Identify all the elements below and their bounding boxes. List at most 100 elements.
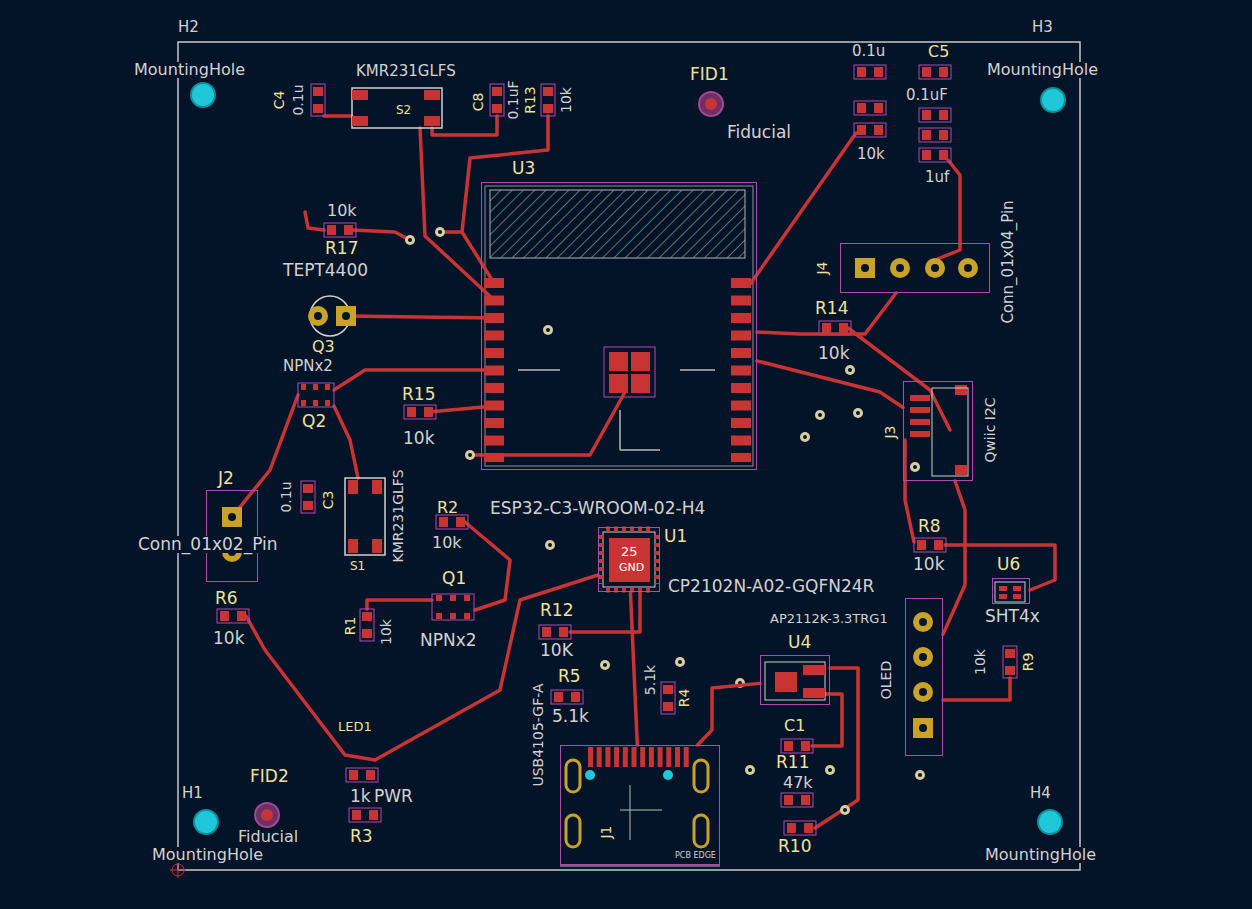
sensor-footprint <box>999 586 1007 591</box>
qwiic-connector-pads <box>955 465 967 475</box>
transistor-footprint <box>301 384 331 390</box>
rotated-silkscreen-text: 5.1k <box>643 665 657 695</box>
silkscreen-text: GND <box>619 562 644 573</box>
switch-footprint <box>345 88 442 555</box>
copper-trace <box>375 575 598 760</box>
qfn-footprint <box>599 535 604 584</box>
via <box>675 657 685 667</box>
rotated-silkscreen-text: 10k <box>973 649 987 675</box>
sensor-footprint <box>999 594 1007 599</box>
via <box>543 325 553 335</box>
silkscreen-text: PCB EDGE <box>675 852 716 860</box>
silkscreen-text: R10 <box>778 838 811 855</box>
phototransistor-footprint <box>308 296 356 336</box>
switch-footprint <box>372 539 382 553</box>
silkscreen-text: ESP32-C3-WROOM-02-H4 <box>490 500 705 517</box>
via <box>915 770 925 780</box>
smd-footprint <box>217 65 1017 835</box>
smd-footprint <box>539 625 571 639</box>
module-artwork <box>631 352 650 371</box>
smd-footprint <box>854 101 886 115</box>
copper-trace <box>905 440 914 542</box>
regulator-footprint <box>765 662 825 700</box>
silkscreen-text: R17 <box>325 240 358 257</box>
smd-footprint <box>551 690 583 704</box>
rotated-silkscreen-text: R13 <box>523 86 537 114</box>
header-pads <box>855 258 875 278</box>
sensor-footprint <box>995 582 1025 602</box>
usb-footprint <box>630 785 631 840</box>
usb-footprint <box>663 770 673 780</box>
module-artwork <box>631 374 650 393</box>
switch-footprint <box>345 478 385 555</box>
smd-footprint <box>781 793 813 807</box>
qwiic-connector-pads <box>955 385 967 395</box>
silkscreen-text: H3 <box>1032 20 1053 35</box>
component-courtyard: J4Conn_01x04_Pin <box>840 243 990 293</box>
copper-trace <box>935 160 960 260</box>
silkscreen-text: 0.1uF <box>906 88 948 103</box>
smd-footprint <box>346 768 378 782</box>
smd-footprint <box>349 808 381 822</box>
silkscreen-text: 10k <box>857 147 885 162</box>
trace-connector <box>757 293 896 334</box>
silkscreen-text: H1 <box>182 786 203 801</box>
switch-footprint <box>424 90 440 100</box>
mounting-hole <box>194 810 218 834</box>
silkscreen-text: U4 <box>788 634 811 651</box>
silkscreen-text: R5 <box>558 668 581 685</box>
module-artwork <box>609 352 628 371</box>
copper-trace <box>305 212 324 230</box>
header-pads <box>913 612 933 632</box>
module-artwork <box>609 374 628 393</box>
silkscreen-text: C5 <box>928 44 949 60</box>
rotated-silkscreen-text: 10k <box>559 87 573 113</box>
switch-footprint <box>424 116 440 126</box>
smd-footprint <box>854 65 886 79</box>
switch-footprint <box>352 116 368 126</box>
silkscreen-text: 0.1u <box>852 44 885 59</box>
smd-footprint <box>217 609 249 623</box>
silkscreen-text: 1uf <box>925 170 949 185</box>
component-courtyard: U3ESP32-C3-WROOM-02-H4 <box>481 182 757 470</box>
component-courtyard: U4AP2112K-3.3TRG1 <box>760 655 830 705</box>
qfn-footprint <box>603 532 655 587</box>
module-artwork <box>490 190 745 258</box>
mounting-hole <box>1038 810 1062 834</box>
silkscreen-text: R12 <box>540 602 573 619</box>
via <box>845 365 855 375</box>
smd-footprint <box>781 739 813 753</box>
usb-footprint <box>566 815 580 847</box>
via <box>545 540 555 550</box>
silkscreen-text: R15 <box>402 386 435 403</box>
silkscreen-text: 10k <box>403 430 434 447</box>
rotated-silkscreen-text: Qwiic I2C <box>983 397 997 462</box>
rotated-silkscreen-text: J4 <box>815 261 829 274</box>
qfn-footprint <box>606 527 654 532</box>
header-pads <box>913 647 933 667</box>
header-pads <box>925 258 945 278</box>
smd-footprint <box>919 65 951 79</box>
via <box>815 410 825 420</box>
silkscreen-text: 10K <box>540 642 573 659</box>
copper-trace <box>367 600 432 609</box>
silkscreen-text: CP2102N-A02-GQFN24R <box>668 578 874 595</box>
silkscreen-text: S1 <box>350 560 365 572</box>
silkscreen-text: R11 <box>776 754 809 771</box>
mounting-hole <box>191 83 1065 834</box>
silkscreen-text: J2 <box>218 470 234 487</box>
usb-footprint <box>560 757 720 866</box>
silkscreen-text: MountingHole <box>150 847 265 863</box>
copper-trace <box>246 616 375 760</box>
silkscreen-text: MountingHole <box>132 62 247 78</box>
silkscreen-text: Q1 <box>442 570 466 587</box>
silkscreen-text: MountingHole <box>983 847 1098 863</box>
transistor-footprint <box>298 383 334 407</box>
silkscreen-text: R8 <box>918 518 941 535</box>
silkscreen-text: R3 <box>350 828 373 845</box>
module-artwork <box>518 369 560 371</box>
rotated-silkscreen-text: C8 <box>471 93 485 112</box>
qwiic-connector-pads <box>910 395 930 401</box>
via <box>910 462 920 472</box>
